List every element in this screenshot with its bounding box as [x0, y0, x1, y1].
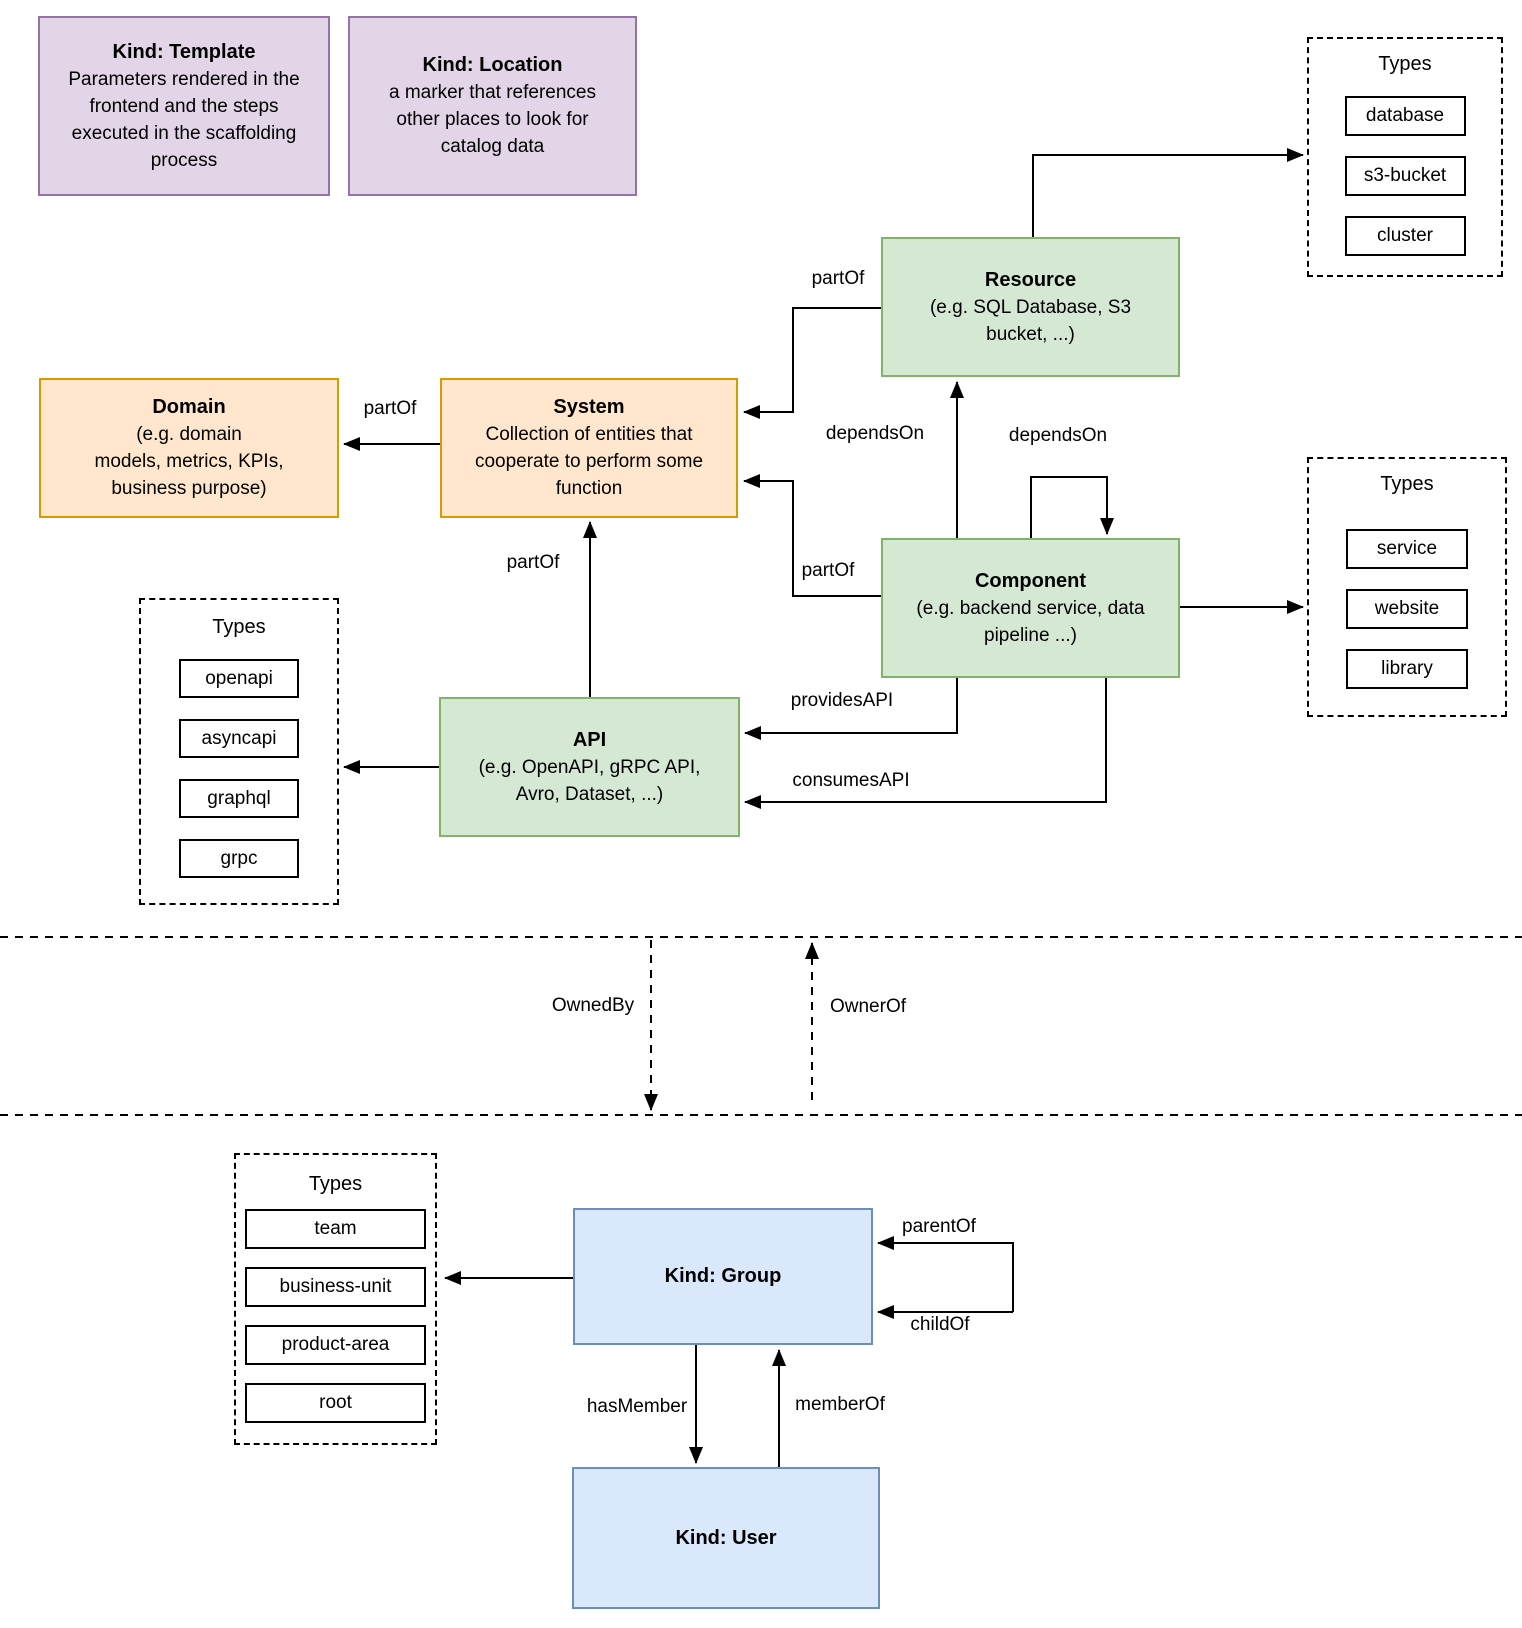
type-chip-list-component: service website library: [1346, 529, 1468, 689]
types-box-api: Types openapi asyncapi graphql grpc: [139, 598, 339, 905]
edge-label-childof: childOf: [908, 1314, 972, 1336]
type-chip-list-resource: database s3-bucket cluster: [1344, 96, 1466, 256]
type-chip-list-group: team business-unit product-area root: [245, 1209, 426, 1423]
type-chip: service: [1346, 529, 1468, 569]
type-chip: grpc: [179, 839, 299, 878]
node-domain-title: Domain: [152, 396, 226, 418]
type-chip: graphql: [179, 779, 299, 818]
edge-resource-to-types: [1032, 148, 1304, 237]
node-user: Kind: User: [572, 1467, 880, 1609]
edge-group-parentof-loop: [877, 1236, 1014, 1312]
edge-label-parentof: parentOf: [900, 1216, 978, 1238]
edge-label-dependson-self: dependsOn: [1006, 425, 1110, 447]
node-template-title: Kind: Template: [112, 40, 256, 63]
edge-label-component-partof: partOf: [799, 560, 857, 582]
edge-component-self-dependson: [1030, 476, 1114, 538]
node-user-title: Kind: User: [675, 1526, 777, 1549]
type-chip: root: [245, 1383, 426, 1423]
edge-label-ownedby: OwnedBy: [549, 995, 637, 1017]
node-domain: Domain (e.g. domain models, metrics, KPI…: [39, 378, 339, 518]
edge-label-domain-partof: partOf: [361, 398, 419, 420]
node-template-body: Parameters rendered in the frontend and …: [68, 68, 300, 171]
edge-label-api-partof: partOf: [504, 552, 562, 574]
type-chip: library: [1346, 649, 1468, 689]
node-component-body: (e.g. backend service, data pipeline ...…: [916, 597, 1145, 646]
type-chip: openapi: [179, 659, 299, 698]
node-api-body: (e.g. OpenAPI, gRPC API, Avro, Dataset, …: [478, 756, 701, 805]
node-resource-body: (e.g. SQL Database, S3 bucket, ...): [929, 296, 1132, 345]
edge-label-ownerof: OwnerOf: [827, 996, 909, 1018]
edge-label-memberof: memberOf: [793, 1394, 887, 1416]
node-location-body: a marker that references other places to…: [389, 82, 596, 157]
node-location: Kind: Location a marker that references …: [348, 16, 637, 196]
type-chip: cluster: [1344, 216, 1466, 256]
type-chip: team: [245, 1209, 426, 1249]
type-chip: database: [1344, 96, 1466, 136]
node-api-title: API: [572, 728, 607, 751]
node-system-title: System: [553, 396, 625, 418]
edge-resource-to-system-partof: [743, 307, 881, 419]
type-chip: asyncapi: [179, 719, 299, 758]
types-box-resource-title: Types: [1378, 53, 1432, 75]
types-box-component: Types service website library: [1307, 457, 1507, 717]
edge-label-resource-partof: partOf: [809, 268, 867, 290]
edge-label-dependson-resource: dependsOn: [823, 423, 927, 445]
node-location-title: Kind: Location: [422, 54, 563, 76]
node-template: Kind: Template Parameters rendered in th…: [38, 16, 330, 196]
types-box-component-title: Types: [1380, 473, 1434, 495]
type-chip: website: [1346, 589, 1468, 629]
types-box-group: Types team business-unit product-area root: [234, 1153, 437, 1445]
types-box-resource: Types database s3-bucket cluster: [1307, 37, 1503, 277]
node-component-title: Component: [974, 569, 1087, 592]
type-chip: business-unit: [245, 1267, 426, 1307]
type-chip-list-api: openapi asyncapi graphql grpc: [179, 659, 299, 878]
node-resource-title: Resource: [984, 268, 1077, 291]
node-api: API (e.g. OpenAPI, gRPC API, Avro, Datas…: [439, 697, 740, 837]
node-component: Component (e.g. backend service, data pi…: [881, 538, 1180, 678]
edge-label-providesapi: providesAPI: [788, 690, 896, 712]
types-box-api-title: Types: [212, 616, 266, 638]
node-resource: Resource (e.g. SQL Database, S3 bucket, …: [881, 237, 1180, 377]
edge-label-hasmember: hasMember: [584, 1396, 690, 1418]
node-system-body: Collection of entities that cooperate to…: [474, 424, 704, 499]
types-box-group-title: Types: [308, 1173, 363, 1195]
edge-label-consumesapi: consumesAPI: [790, 770, 912, 792]
type-chip: product-area: [245, 1325, 426, 1365]
node-group: Kind: Group: [573, 1208, 873, 1345]
node-system: System Collection of entities that coope…: [440, 378, 738, 518]
node-group-title: Kind: Group: [664, 1265, 782, 1287]
node-domain-body: (e.g. domain models, metrics, KPIs, busi…: [94, 424, 284, 499]
type-chip: s3-bucket: [1344, 156, 1466, 196]
